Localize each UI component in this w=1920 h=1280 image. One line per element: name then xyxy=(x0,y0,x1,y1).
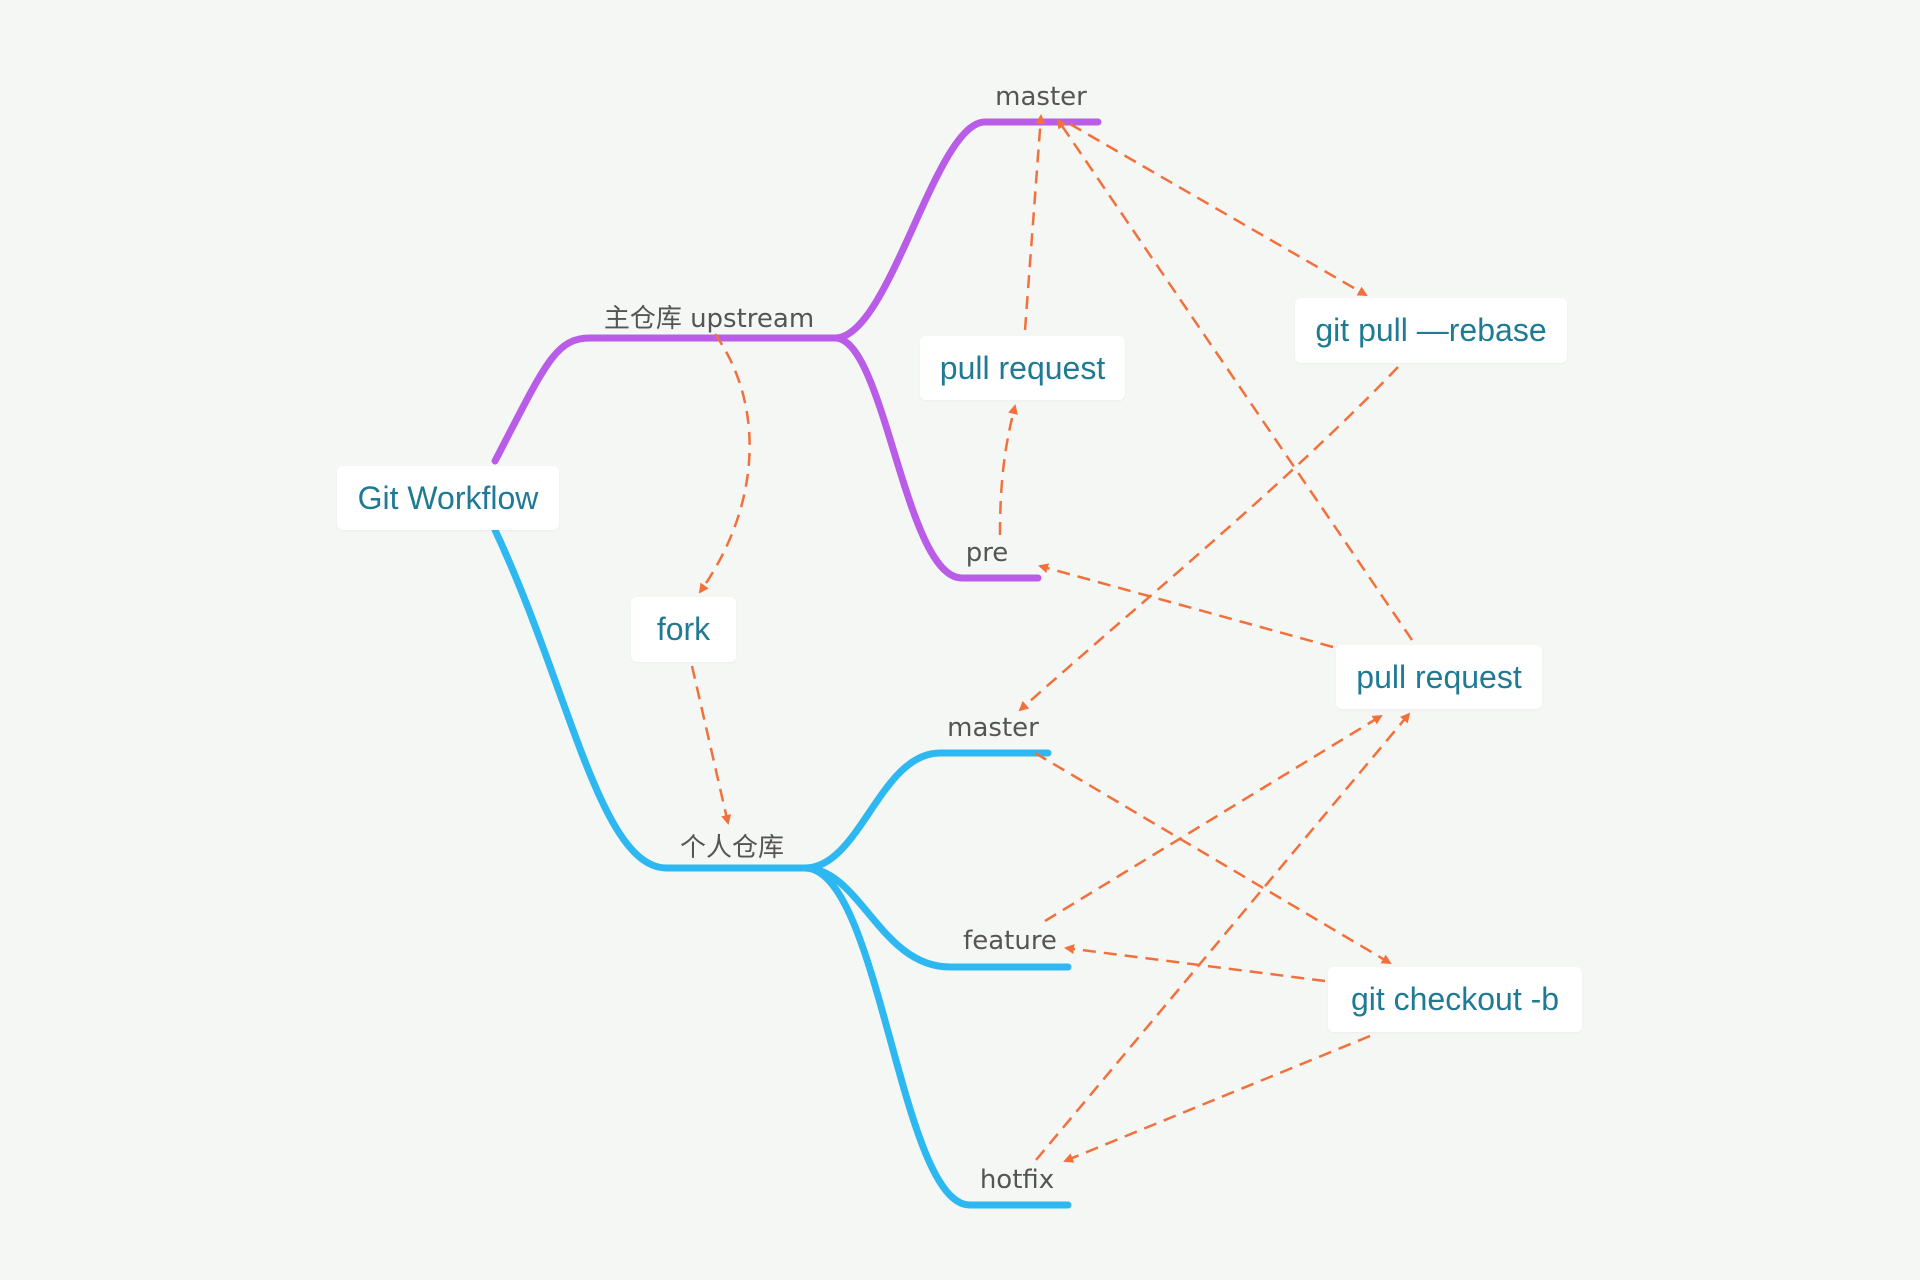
personal-pull-request-node[interactable]: pull request xyxy=(1336,645,1542,709)
upstream-master-label[interactable]: master xyxy=(995,82,1087,112)
arrow-pull-request-to-master xyxy=(1023,114,1046,331)
upstream-pre-label[interactable]: pre xyxy=(965,538,1009,568)
arrow-upstream-to-fork xyxy=(698,333,751,594)
personal-hotfix-label[interactable]: hotfix xyxy=(979,1165,1055,1195)
root-node-label: Git Workflow xyxy=(357,479,539,516)
git-checkout-label: git checkout -b xyxy=(1350,981,1560,1017)
arrow-fork-to-personal xyxy=(690,665,732,825)
arrow-git-checkout-to-feature xyxy=(1064,944,1326,983)
upstream-pull-request-label: pull request xyxy=(939,349,1106,386)
personal-label[interactable]: 个人仓库 xyxy=(679,833,785,863)
arrow-hotfix-to-pull-request-right xyxy=(1035,712,1411,1161)
branch-line-upstream-master xyxy=(831,118,1102,342)
personal-pull-request-label: pull request xyxy=(1356,658,1522,695)
branch-line-personal xyxy=(491,526,809,872)
arrow-personal-master-to-git-checkout xyxy=(1034,751,1392,965)
arrow-git-checkout-to-hotfix xyxy=(1063,1034,1371,1163)
personal-feature-label[interactable]: feature xyxy=(963,926,1057,956)
branch-line-upstream-pre xyxy=(831,334,1042,582)
upstream-label[interactable]: 主仓库 upstream xyxy=(603,304,815,334)
arrow-pull-request-right-to-pre xyxy=(1038,563,1334,649)
git-checkout-node[interactable]: git checkout -b xyxy=(1328,967,1582,1032)
arrow-master-to-git-pull-rebase xyxy=(1069,122,1368,297)
git-pull-rebase-node[interactable]: git pull —rebase xyxy=(1295,298,1567,363)
git-pull-rebase-label: git pull —rebase xyxy=(1315,312,1547,348)
branch-line-upstream xyxy=(491,334,839,465)
arrow-feature-to-pull-request-right xyxy=(1044,714,1383,923)
fork-node-label: fork xyxy=(656,611,711,647)
root-node[interactable]: Git Workflow xyxy=(337,466,559,530)
fork-node[interactable]: fork xyxy=(631,597,736,662)
upstream-pull-request-node[interactable]: pull request xyxy=(920,336,1125,400)
arrow-git-pull-rebase-to-personal-master xyxy=(1018,366,1399,712)
arrow-pre-to-pull-request xyxy=(998,404,1018,536)
branch-line-personal-hotfix xyxy=(801,864,1072,1209)
personal-master-label[interactable]: master xyxy=(947,713,1039,743)
branch-line-personal-master xyxy=(801,749,1052,872)
